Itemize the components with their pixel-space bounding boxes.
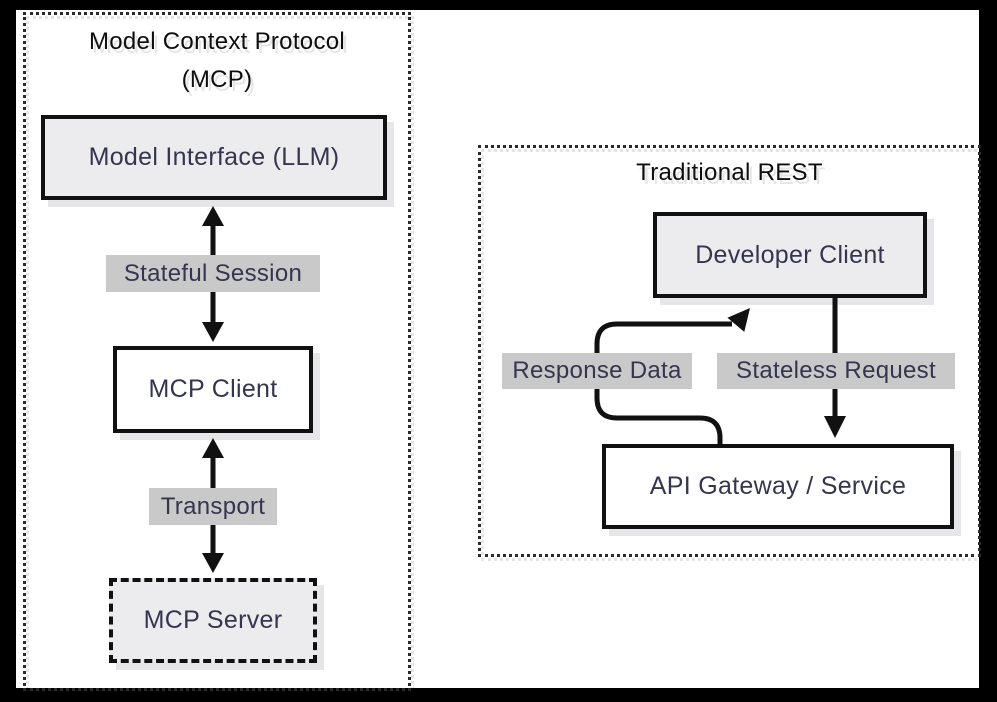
mcp-panel-title-line1: Model Context Protocol bbox=[88, 28, 346, 55]
diagram-canvas: Model Context Protocol (MCP) Traditional… bbox=[16, 10, 981, 691]
rest-panel-title-text: Traditional REST bbox=[636, 159, 823, 186]
node-mcp-client: MCP Client bbox=[113, 346, 313, 433]
node-developer-client: Developer Client bbox=[653, 212, 927, 298]
edge-label-stateful-session: Stateful Session bbox=[106, 255, 320, 292]
node-mcp-server: MCP Server bbox=[109, 578, 317, 663]
edge-label-stateless-request: Stateless Request bbox=[717, 353, 955, 389]
rest-panel-title: Traditional REST bbox=[481, 154, 978, 192]
node-model-interface: Model Interface (LLM) bbox=[41, 115, 387, 200]
edge-label-response-data: Response Data bbox=[502, 353, 692, 389]
mcp-panel-title-line2: (MCP) bbox=[181, 66, 253, 93]
rest-panel: Traditional REST bbox=[478, 145, 981, 557]
mcp-panel: Model Context Protocol (MCP) bbox=[23, 12, 411, 691]
node-api-gateway: API Gateway / Service bbox=[602, 444, 954, 529]
edge-label-transport: Transport bbox=[149, 488, 277, 525]
mcp-panel-title: Model Context Protocol (MCP) bbox=[26, 23, 408, 99]
